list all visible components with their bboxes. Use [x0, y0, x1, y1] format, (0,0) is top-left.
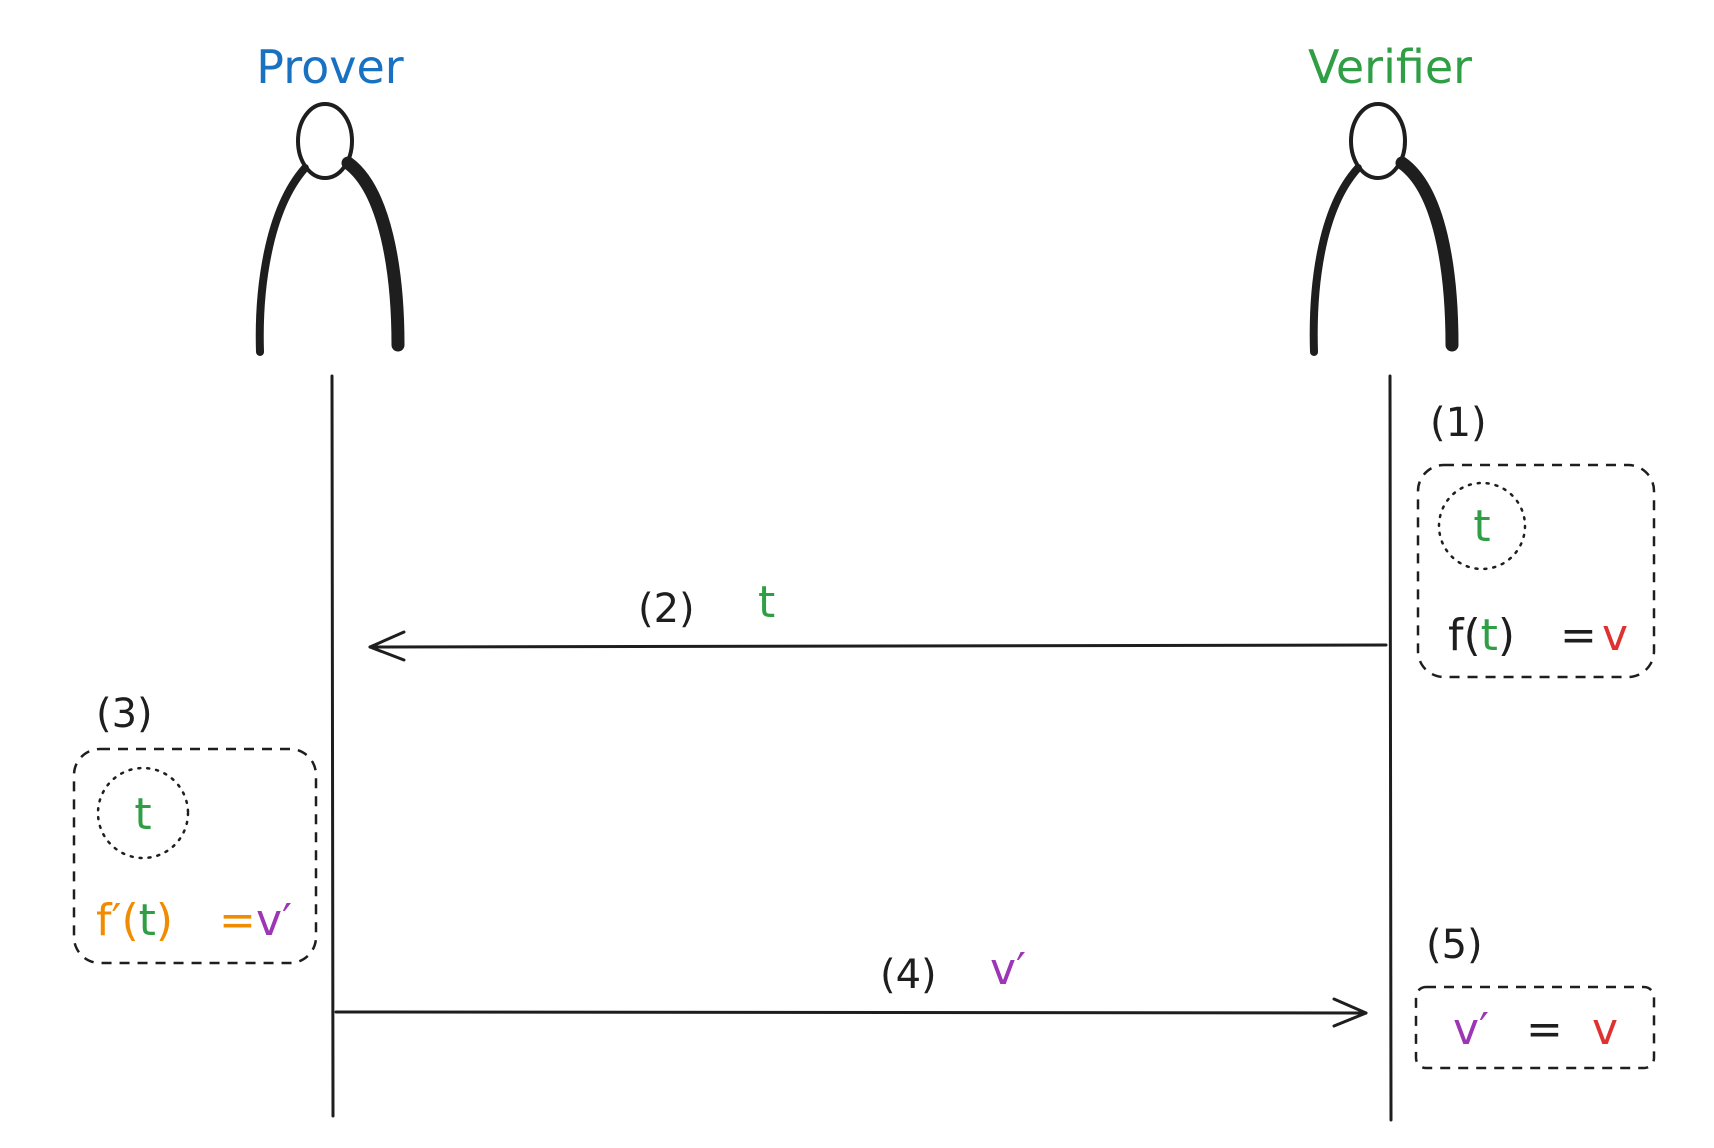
- step1-equation: f(t): [1448, 610, 1515, 661]
- step1-circle-t: t: [1473, 501, 1490, 552]
- step1-box: [1416, 463, 1656, 679]
- step3-box: [72, 747, 318, 965]
- step4-number: (4): [880, 952, 937, 998]
- verifier-actor: Verifier: [1308, 40, 1472, 356]
- step3-eq-f: f′(: [96, 895, 139, 946]
- step2-number: (2): [638, 586, 695, 632]
- step1-random-circle: [1437, 481, 1527, 571]
- prover-label: Prover: [256, 40, 403, 94]
- step3-number: (3): [96, 691, 153, 737]
- step5-lhs: v′: [1453, 1004, 1489, 1055]
- step5-number: (5): [1426, 922, 1483, 968]
- step4-arrow-line: [334, 1010, 1368, 1015]
- step3-eq-t: t: [139, 895, 156, 946]
- verifier-lifeline: [1388, 374, 1393, 1122]
- step3-eq-equals: =: [219, 895, 256, 946]
- step5-box: [1414, 985, 1656, 1070]
- step4-message: (4) v′: [334, 944, 1368, 1028]
- step5-equals: =: [1526, 1004, 1563, 1055]
- step1-number: (1): [1430, 400, 1487, 446]
- step1-group: (1) t f(t) = v: [1416, 400, 1656, 679]
- step5-rhs: v: [1592, 1004, 1618, 1055]
- step2-arrowhead-icon: [368, 630, 406, 662]
- step4-v-prime: v′: [990, 944, 1026, 995]
- step3-circle-t: t: [134, 789, 151, 840]
- step1-eq-close: ): [1498, 610, 1515, 661]
- prover-figure-icon: [255, 102, 405, 356]
- step4-arrowhead-icon: [1332, 997, 1368, 1028]
- step1-eq-equals: =: [1560, 610, 1597, 661]
- step3-eq-close: ): [156, 895, 173, 946]
- step2-message: (2) t: [368, 577, 1388, 662]
- step3-eq-v-prime: v′: [256, 895, 292, 946]
- step1-eq-f: f(: [1448, 610, 1481, 661]
- step1-eq-t: t: [1481, 610, 1498, 661]
- step3-group: (3) t f′(t) = v′: [72, 691, 318, 965]
- step2-t: t: [758, 577, 775, 628]
- step3-random-circle: [96, 766, 190, 860]
- step5-group: (5) v′ = v: [1414, 922, 1656, 1070]
- step2-arrow-line: [368, 643, 1388, 649]
- step1-eq-v: v: [1602, 610, 1628, 661]
- verifier-figure-icon: [1309, 102, 1459, 356]
- prover-lifeline: [330, 374, 335, 1118]
- prover-actor: Prover: [255, 40, 405, 356]
- verifier-label: Verifier: [1308, 40, 1472, 94]
- step3-equation: f′(t): [96, 895, 173, 946]
